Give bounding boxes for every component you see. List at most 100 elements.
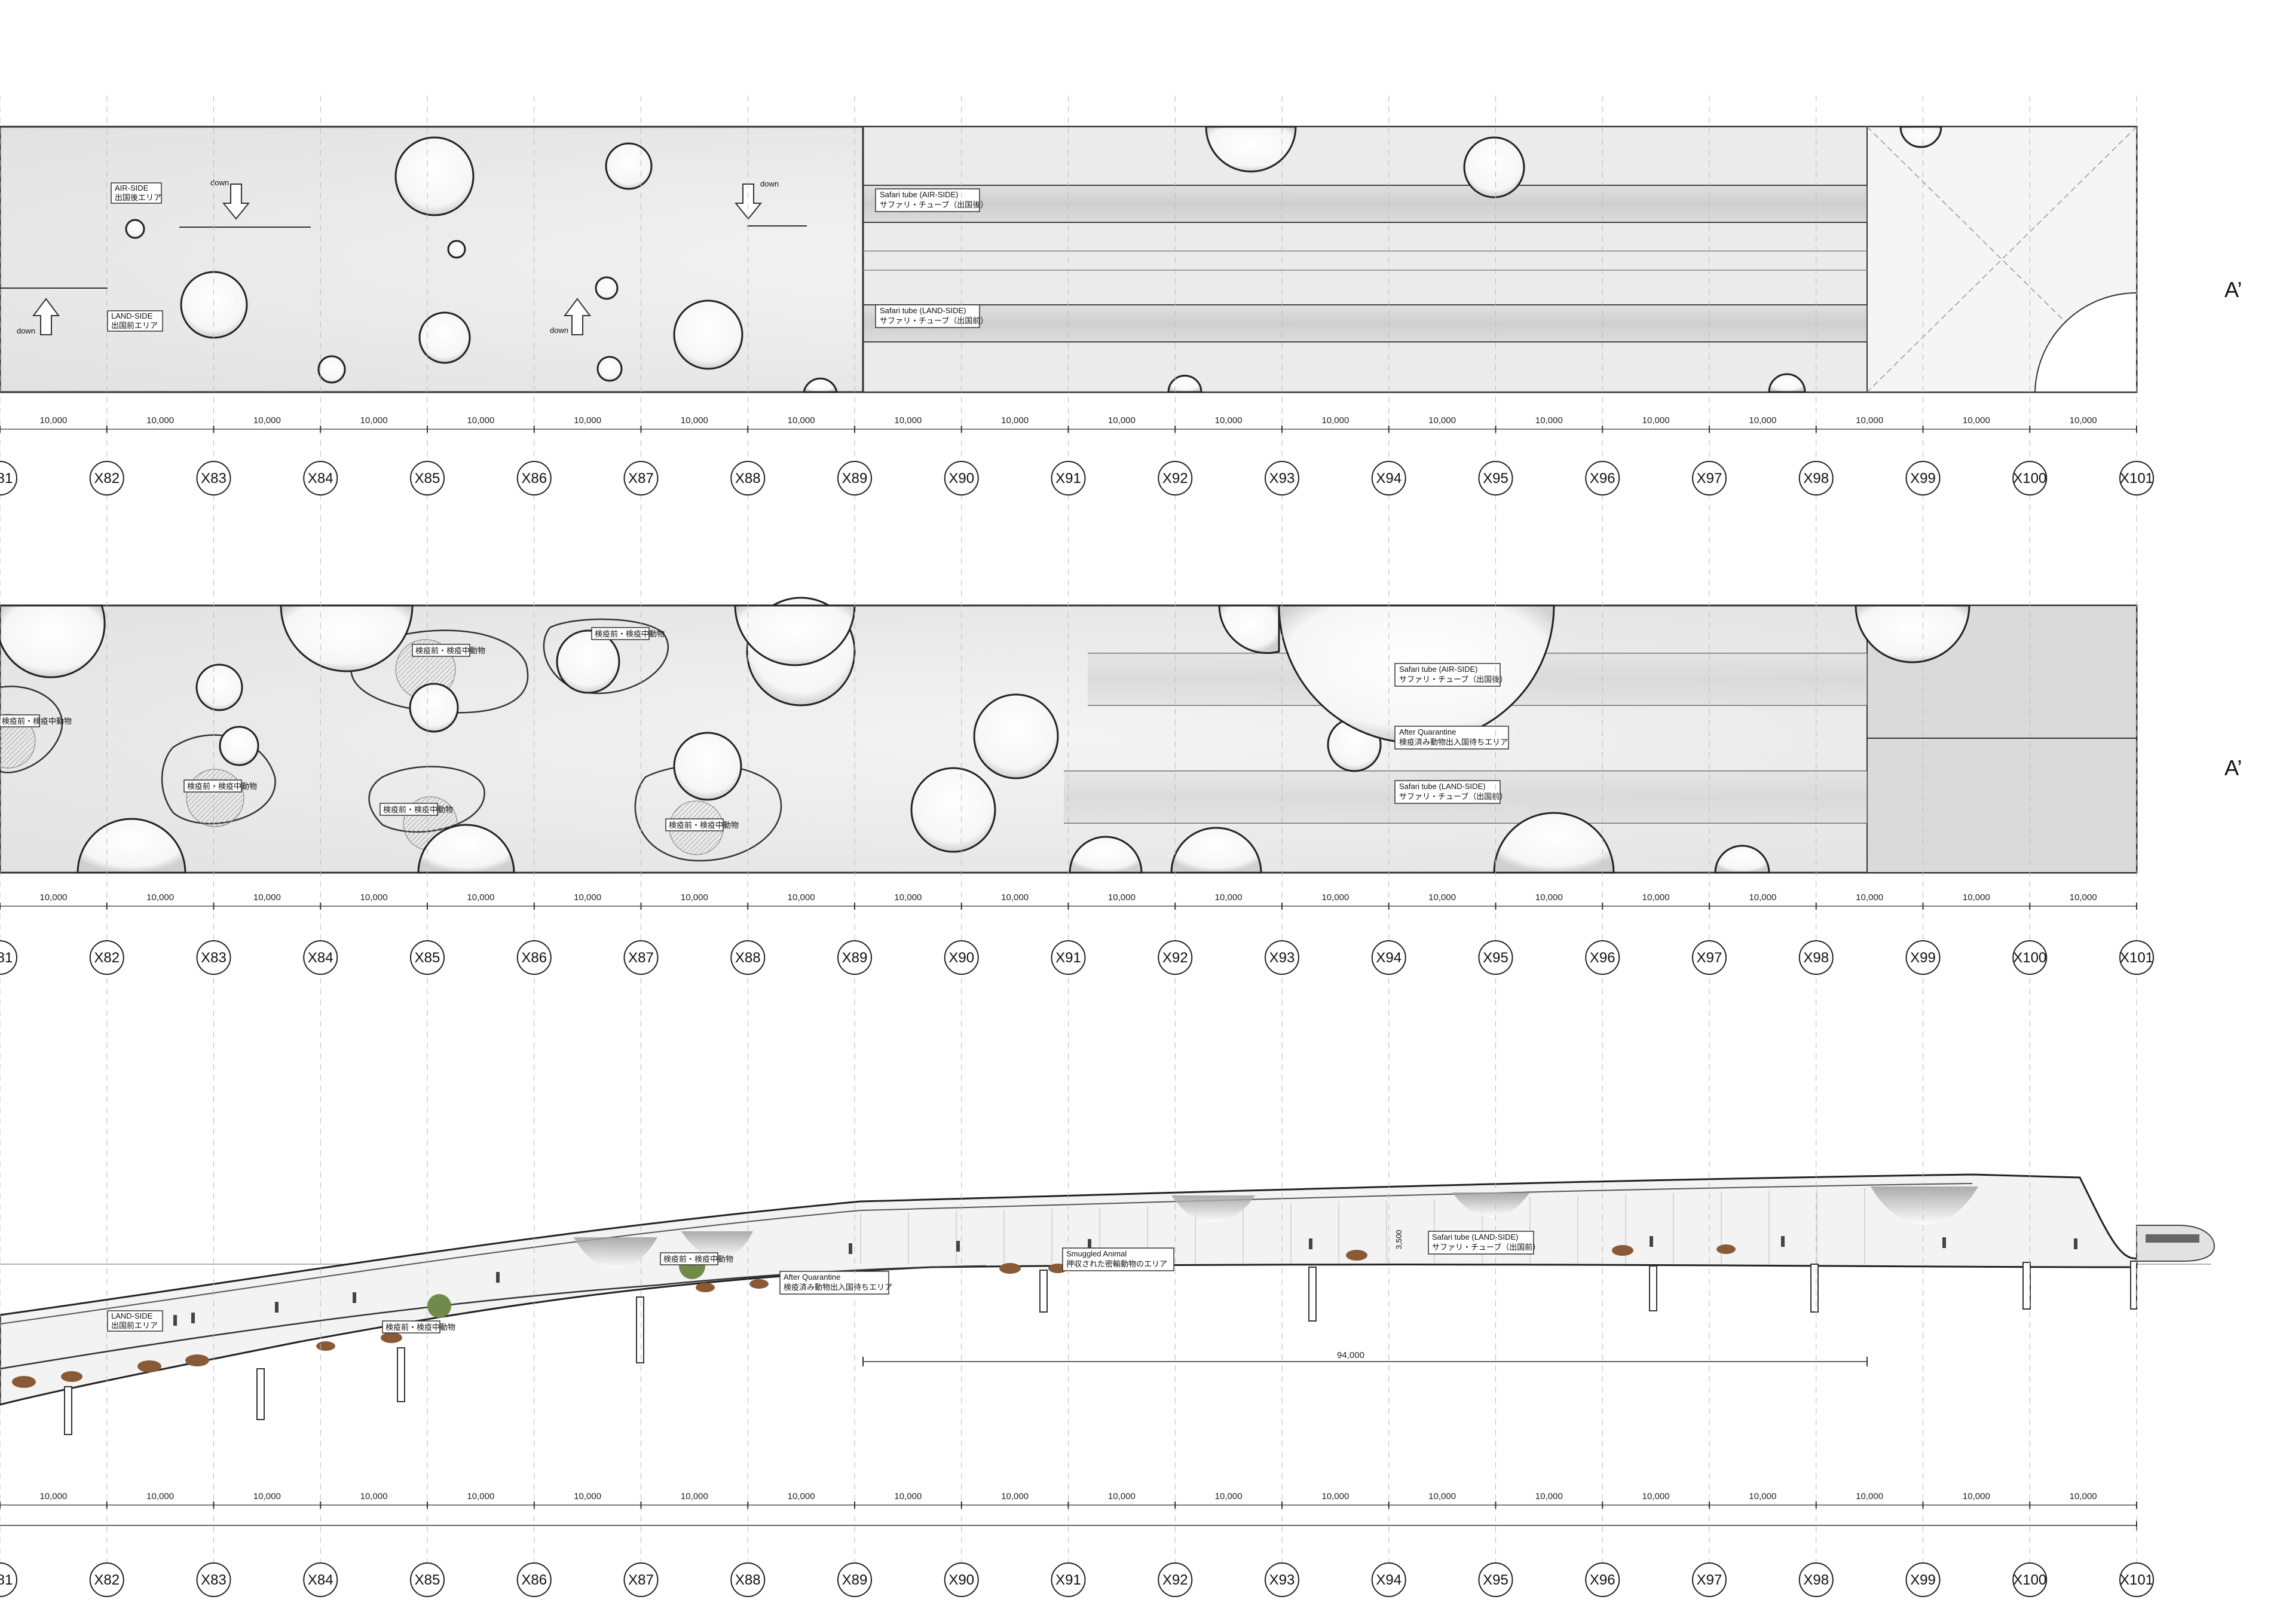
grid-bubble: X83 [196, 940, 231, 975]
grid-bubble: X97 [1692, 940, 1727, 975]
grid-bubble-label: X92 [1162, 950, 1188, 966]
svg-text:LAND-SIDE: LAND-SIDE [111, 1311, 153, 1320]
grid-bubble-label: X82 [94, 1572, 120, 1588]
section: LAND-SIDE 出国前エリア 検疫前・検疫中動物 検疫前・検疫中動物 Aft… [0, 1173, 2216, 1530]
grid-bubble-label: X87 [628, 950, 654, 966]
safari-tube-land-upper [862, 304, 1868, 342]
label-air-side: AIR-SIDE 出国後エリア [111, 182, 162, 204]
grid-bubble-label: X91 [1055, 950, 1081, 966]
dimension-label: 10,000 [894, 1491, 922, 1501]
grid-bubble-label: X101 [2120, 1572, 2153, 1588]
grid-bubble: X86 [516, 1562, 552, 1597]
dimension-label: 10,000 [1963, 415, 1990, 426]
dimension-label: 10,000 [467, 892, 494, 903]
grid-bubble: X81 [0, 940, 17, 975]
down-arrows [32, 183, 763, 335]
dimension-label: 10,000 [1856, 415, 1883, 426]
middle-plan: 検疫前・検疫中動物 検疫前・検疫中動物 検疫前・検疫中動物 検疫前・検疫中動物 … [0, 597, 2242, 874]
grid-bubble-label: X88 [735, 950, 761, 966]
grid-bubble-label: X100 [2013, 1572, 2046, 1588]
grid-bubble-label: X94 [1376, 470, 1402, 487]
down-label: down [550, 326, 568, 335]
svg-text:サファリ・チューブ（出国前）: サファリ・チューブ（出国前） [880, 316, 988, 325]
grid-bubble: X99 [1905, 1562, 1941, 1597]
dimension-label: 10,000 [146, 1491, 174, 1501]
grid-bubble: X95 [1478, 940, 1513, 975]
grid-bubble: X100 [2012, 461, 2048, 496]
svg-text:検疫前・検疫中動物: 検疫前・検疫中動物 [187, 782, 257, 791]
svg-text:After Quarantine: After Quarantine [784, 1273, 840, 1282]
grid-bubble-label: X85 [415, 470, 440, 487]
dimension-label: 10,000 [1108, 892, 1136, 903]
grid-bubble-label: X96 [1590, 470, 1615, 487]
grid-bubble: X87 [623, 1562, 659, 1597]
dimension-label: 10,000 [39, 1491, 67, 1501]
label-quarantine-2: 検疫前・検疫中動物 [591, 627, 665, 640]
dimension-label: 10,000 [1108, 415, 1136, 426]
svg-text:検疫前・検疫中動物: 検疫前・検疫中動物 [2, 717, 72, 726]
upper-plan-end-void [2034, 292, 2137, 393]
dimension-label: 10,000 [467, 415, 494, 426]
skylights [574, 1186, 1978, 1269]
grid-bubble: X92 [1158, 940, 1193, 975]
grid-bubble-label: X91 [1055, 470, 1081, 487]
dimension-label: 10,000 [788, 415, 815, 426]
dimension-label: 10,000 [146, 892, 174, 903]
svg-text:出国前エリア: 出国前エリア [111, 321, 158, 330]
grid-bubble: X84 [303, 461, 338, 496]
piers [64, 1261, 2137, 1435]
dimension-label: 10,000 [1215, 415, 1243, 426]
grid-bubble-label: X93 [1269, 470, 1295, 487]
grid-bubble-label: X94 [1376, 950, 1402, 966]
dimension-label: 10,000 [1321, 415, 1349, 426]
grid-bubble: X90 [944, 1562, 979, 1597]
grid-bubble: X83 [196, 461, 231, 496]
dimension-label: 10,000 [39, 415, 67, 426]
dimension-label: 10,000 [1535, 892, 1563, 903]
dimension-label: 10,000 [1963, 1491, 1990, 1501]
grid-bubble: X97 [1692, 1562, 1727, 1597]
svg-text:AIR-SIDE: AIR-SIDE [115, 183, 149, 192]
grid-bubble: X91 [1051, 461, 1086, 496]
dimension-label: 10,000 [1749, 1491, 1776, 1501]
svg-text:サファリ・チューブ（出国後）: サファリ・チューブ（出国後） [1399, 675, 1507, 684]
grid-bubble-label: X86 [521, 470, 547, 487]
svg-text:94,000: 94,000 [1337, 1350, 1364, 1360]
grid-bubble: X84 [303, 1562, 338, 1597]
grid-bubble: X90 [944, 461, 979, 496]
grid-bubble: X87 [623, 940, 659, 975]
dimension-label: 10,000 [788, 1491, 815, 1501]
grid-bubble-label: X81 [0, 1572, 13, 1588]
label-quarantine-3: 検疫前・検疫中動物 [183, 779, 257, 793]
section-mark-middle: A’ [2224, 756, 2242, 780]
dimension-label: 10,000 [1642, 892, 1670, 903]
dimension-label: 10,000 [894, 892, 922, 903]
grid-bubble-label: X92 [1162, 470, 1188, 487]
grid-bubble: X89 [837, 940, 872, 975]
grid-bubble-label: X95 [1483, 1572, 1508, 1588]
grid-bubble-label: X89 [842, 470, 868, 487]
upper-plan-voids [125, 126, 1942, 393]
down-label: down [17, 326, 35, 335]
height-dimension-label: 3,500 [1394, 1230, 1403, 1249]
grid-bubble: X92 [1158, 461, 1193, 496]
dimension-label: 10,000 [1428, 415, 1456, 426]
dimension-label: 10,000 [1215, 1491, 1243, 1501]
dimension-label: 10,000 [1749, 892, 1776, 903]
grid-bubble-label: X92 [1162, 1572, 1188, 1588]
grid-bubble: X90 [944, 940, 979, 975]
grid-bubble-label: X93 [1269, 950, 1295, 966]
dimension-label: 10,000 [1535, 1491, 1563, 1501]
label-quarantine-5: 検疫前・検疫中動物 [665, 818, 739, 831]
section-mark-upper: A’ [2224, 277, 2242, 302]
grid-bubble-label: X87 [628, 470, 654, 487]
grid-bubble: X92 [1158, 1562, 1193, 1597]
grid-bubble-label: X100 [2013, 950, 2046, 966]
grid-bubble: X83 [196, 1562, 231, 1597]
svg-text:サファリ・チューブ（出国後）: サファリ・チューブ（出国後） [880, 200, 988, 209]
dimension-label: 10,000 [1856, 892, 1883, 903]
grid-bubble: X91 [1051, 1562, 1086, 1597]
dimension-label: 10,000 [1642, 1491, 1670, 1501]
grid-bubble: X101 [2119, 1562, 2154, 1597]
label-tube-air-upper: Safari tube (AIR-SIDE) サファリ・チューブ（出国後） [875, 188, 988, 212]
